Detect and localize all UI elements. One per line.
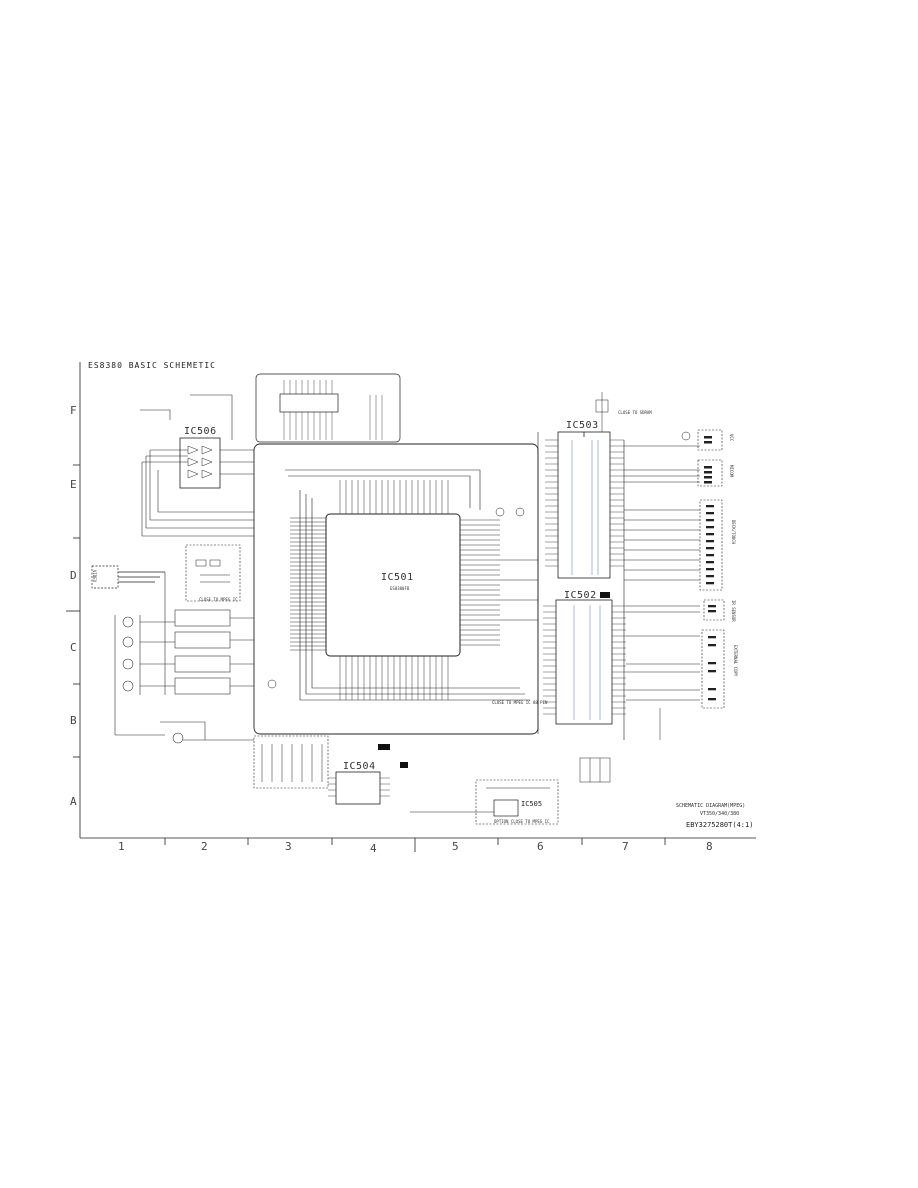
video-connector [91, 565, 165, 589]
ic501-bus-wires [285, 469, 538, 701]
ic505-block [475, 779, 559, 825]
ic506-body [179, 437, 221, 489]
title-block-line2: VT350/340/380 [700, 811, 740, 817]
note-close-mpeg-pin: CLOSE TO MPEG IC 88 PIN [492, 700, 548, 705]
row-label-f: F [70, 404, 77, 417]
ic506-gates [187, 445, 213, 479]
connector-micom: MICOM [729, 465, 734, 478]
row-label-b: B [70, 714, 77, 727]
sheet-title: ES8380 BASIC SCHEMETIC [88, 361, 216, 370]
ic503-pins [545, 439, 624, 567]
col-label-8: 8 [706, 840, 713, 853]
ic504-label: IC504 [343, 761, 376, 772]
ic505-label: IC505 [521, 800, 543, 808]
audio-block-parts [261, 744, 323, 782]
ic502-blue-nets [573, 605, 601, 720]
row-label-a: A [70, 795, 77, 808]
col-label-6: 6 [537, 840, 544, 853]
ic503-label: IC503 [566, 420, 599, 431]
top-connector-pins [283, 380, 383, 440]
top-connector-block [255, 373, 401, 443]
misc-components [267, 392, 691, 740]
black-smd-parts [600, 592, 610, 598]
ic501-part: ES8380FB [390, 586, 410, 591]
right-connector-pins [704, 436, 716, 701]
col-label-7: 7 [622, 840, 629, 853]
title-block-doc-number: EBY3275280T(4:1) [686, 821, 754, 829]
audio-block [253, 735, 329, 789]
option-block-d [185, 544, 241, 602]
ic504-pins [328, 777, 390, 797]
ic506-label: IC506 [184, 426, 217, 437]
ic505-body [493, 799, 519, 817]
connector-deck: DECK/TOUCH [731, 520, 736, 545]
ic502-label: IC502 [564, 590, 597, 601]
row-label-c: C [70, 641, 77, 654]
note-option-close: OPTION CLOSE TO MPEG IC [494, 819, 550, 824]
ic506-wires [140, 394, 254, 537]
col-label-3: 3 [285, 840, 292, 853]
row-label-e: E [70, 478, 77, 491]
right-bus [537, 432, 700, 740]
col-label-4: 4 [370, 842, 377, 855]
connector-ir: IR SENSOR [731, 600, 736, 622]
right-connectors [697, 429, 725, 709]
video-amp-section [114, 572, 254, 736]
connector-video: VIDEO [92, 570, 97, 583]
ic502-pins [543, 605, 626, 715]
col-label-1: 1 [118, 840, 125, 853]
ic503-blue-nets [571, 440, 599, 575]
ic504-body [335, 771, 381, 805]
ic501-pins [290, 480, 500, 700]
row-label-d: D [70, 569, 77, 582]
ic503-body [557, 431, 611, 579]
note-close-mpeg: CLOSE TO MPEG IC [199, 597, 238, 602]
b-row-amp [160, 721, 254, 744]
title-block-line1: SCHEMATIC DIAGRAM(MPEG) [676, 803, 746, 809]
connector-vcc: VCC [729, 434, 734, 442]
small-parts-a7 [579, 757, 611, 783]
note-close-sdram: CLOSE TO SDRAM [618, 410, 652, 415]
col-label-5: 5 [452, 840, 459, 853]
sheet-frame [66, 362, 756, 852]
connector-display: EXTERNAL COPY [733, 645, 738, 677]
col-label-2: 2 [201, 840, 208, 853]
option-block-d-parts [195, 559, 230, 583]
ic502-body [555, 599, 613, 725]
ic504-black-parts [378, 744, 408, 768]
ic505-wires [410, 787, 550, 813]
ic501-label: IC501 [381, 572, 414, 583]
